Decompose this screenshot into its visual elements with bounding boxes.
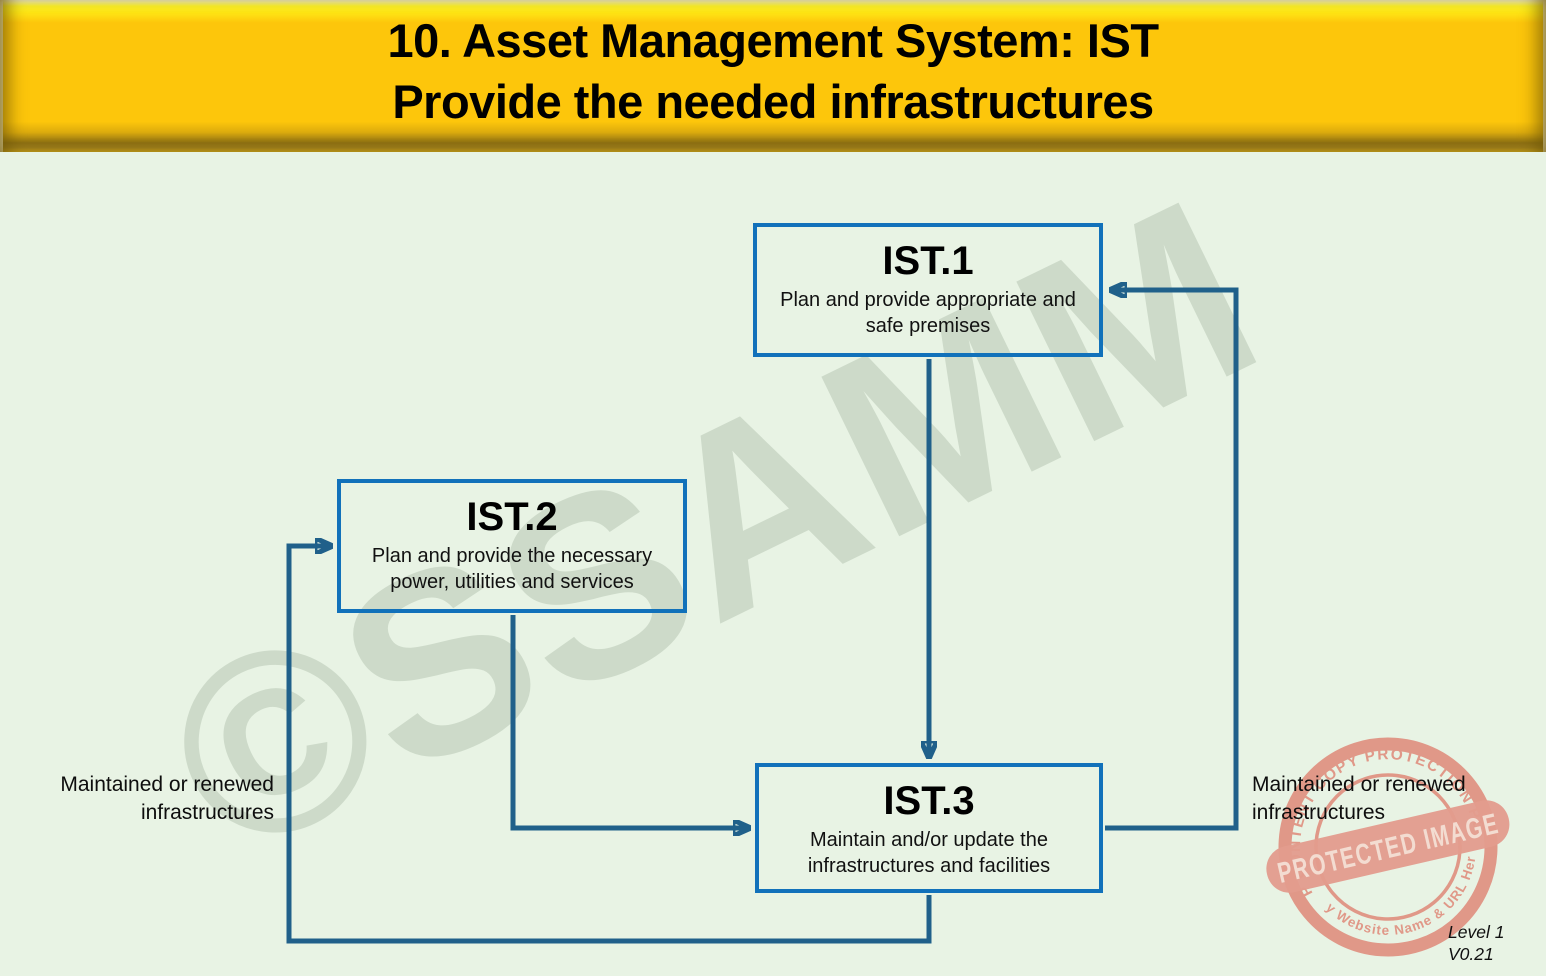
banner-title-line2: Provide the needed infrastructures: [392, 75, 1154, 128]
node-ist1-description: Plan and provide appropriate and safe pr…: [780, 289, 1076, 337]
stamp-band: [1266, 800, 1510, 893]
label-output-left: Maintained or renewed infrastructures: [60, 773, 274, 824]
footer-version: V0.21: [1448, 944, 1494, 964]
node-ist3: IST.3 Maintain and/or update the infrast…: [755, 763, 1103, 893]
protected-image-stamp: WP CONTENT COPY PROTECTION PLUS My Websi…: [1228, 687, 1510, 976]
title-banner: 10. Asset Management System: IST Provide…: [0, 0, 1546, 152]
node-ist3-description: Maintain and/or update the infrastructur…: [807, 829, 1051, 877]
watermark-text: ©SSAMM: [126, 143, 1298, 913]
label-output-right: Maintained or renewed infrastructures: [1252, 773, 1466, 824]
node-ist2-title: IST.2: [466, 495, 558, 539]
node-ist2: IST.2 Plan and provide the necessary pow…: [337, 479, 687, 613]
footer-version-block: Level 1 V0.21: [1448, 921, 1538, 965]
node-ist1: IST.1 Plan and provide appropriate and s…: [753, 223, 1103, 357]
node-ist2-description: Plan and provide the necessary power, ut…: [371, 545, 653, 593]
footer-level: Level 1: [1448, 922, 1505, 942]
node-ist1-title: IST.1: [882, 239, 974, 283]
node-ist3-title: IST.3: [883, 779, 975, 823]
banner-title-line1: 10. Asset Management System: IST: [387, 14, 1159, 67]
